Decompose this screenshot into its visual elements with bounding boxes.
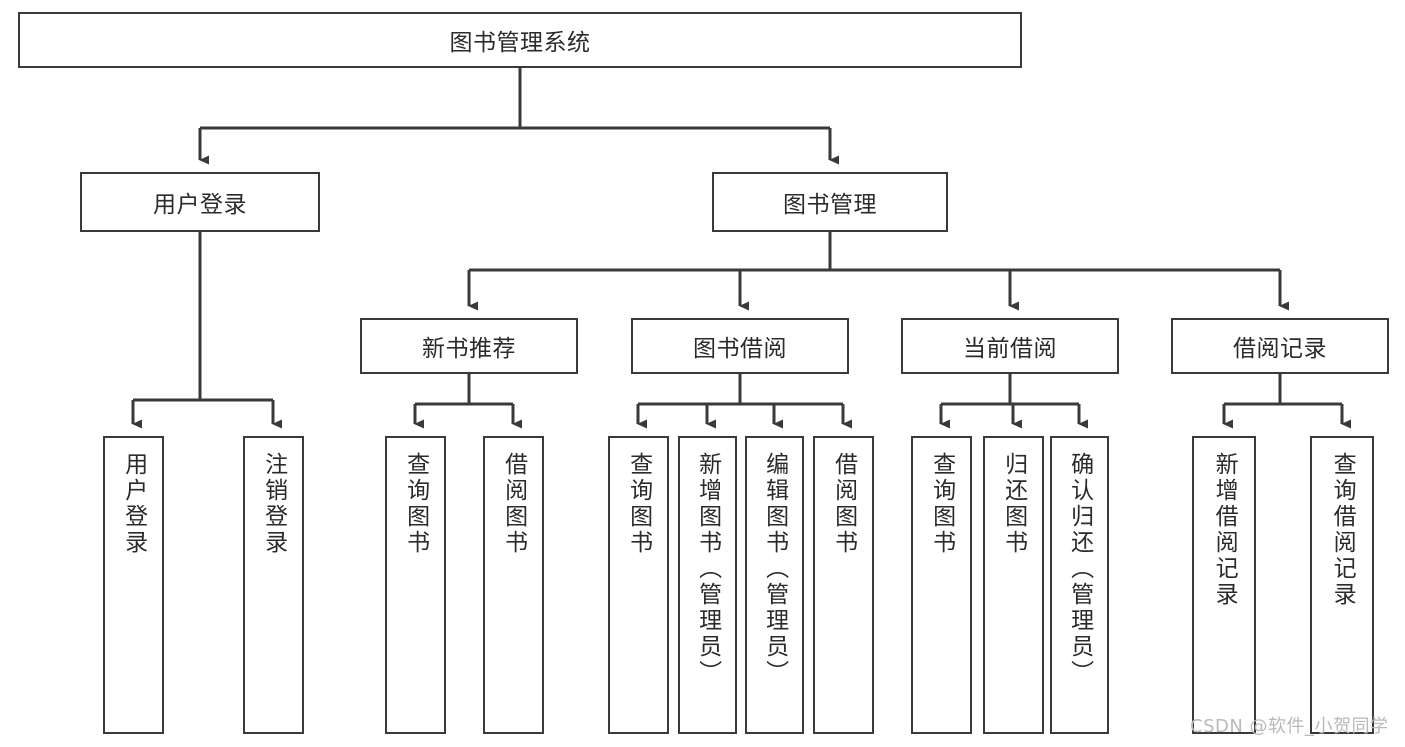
node-new-book-recommend-label: 新书推荐 <box>422 336 516 362</box>
leaf-add-book-admin[interactable]: 新增图书（管理员） <box>678 436 737 734</box>
leaf-user-login[interactable]: 用户登录 <box>103 436 164 734</box>
node-book-management-label: 图书管理 <box>783 192 877 218</box>
leaf-confirm-return-admin[interactable]: 确认归还（管理员） <box>1050 436 1109 734</box>
node-book-borrow-label: 图书借阅 <box>693 336 787 362</box>
leaf-borrow-book-recommend[interactable]: 借阅图书 <box>483 436 544 734</box>
leaf-user-login-label: 用户登录 <box>120 452 147 556</box>
leaf-add-borrow-record-label: 新增借阅记录 <box>1211 452 1238 608</box>
leaf-add-book-admin-label: 新增图书（管理员） <box>694 452 721 686</box>
node-book-borrow[interactable]: 图书借阅 <box>631 318 849 374</box>
leaf-confirm-return-admin-label: 确认归还（管理员） <box>1066 452 1093 686</box>
node-user-login-label: 用户登录 <box>153 192 247 218</box>
leaf-borrow-book-recommend-label: 借阅图书 <box>500 452 527 556</box>
node-user-login[interactable]: 用户登录 <box>80 172 320 232</box>
node-current-borrow-label: 当前借阅 <box>963 336 1057 362</box>
leaf-edit-book-admin[interactable]: 编辑图书（管理员） <box>745 436 804 734</box>
node-current-borrow[interactable]: 当前借阅 <box>901 318 1119 374</box>
node-borrow-record[interactable]: 借阅记录 <box>1171 318 1389 374</box>
leaf-query-book-current-label: 查询图书 <box>928 452 955 556</box>
node-borrow-record-label: 借阅记录 <box>1233 336 1327 362</box>
leaf-add-borrow-record[interactable]: 新增借阅记录 <box>1192 436 1256 734</box>
leaf-query-book-borrow[interactable]: 查询图书 <box>608 436 669 734</box>
leaf-logout[interactable]: 注销登录 <box>243 436 304 734</box>
leaf-borrow-book-label: 借阅图书 <box>830 452 857 556</box>
leaf-logout-label: 注销登录 <box>260 452 287 556</box>
node-book-management[interactable]: 图书管理 <box>712 172 948 232</box>
node-new-book-recommend[interactable]: 新书推荐 <box>360 318 578 374</box>
leaf-query-borrow-record-label: 查询借阅记录 <box>1329 452 1356 608</box>
leaf-query-book-current[interactable]: 查询图书 <box>911 436 972 734</box>
leaf-edit-book-admin-label: 编辑图书（管理员） <box>761 452 788 686</box>
csdn-watermark: CSDN @软件_小贺同学 <box>1190 716 1389 737</box>
node-root-label: 图书管理系统 <box>449 30 591 56</box>
leaf-query-book-borrow-label: 查询图书 <box>625 452 652 556</box>
leaf-query-book-recommend-label: 查询图书 <box>402 452 429 556</box>
node-root[interactable]: 图书管理系统 <box>18 12 1022 68</box>
leaf-query-borrow-record[interactable]: 查询借阅记录 <box>1310 436 1374 734</box>
leaf-return-book-label: 归还图书 <box>1000 452 1027 556</box>
leaf-borrow-book[interactable]: 借阅图书 <box>813 436 874 734</box>
leaf-query-book-recommend[interactable]: 查询图书 <box>385 436 446 734</box>
leaf-return-book[interactable]: 归还图书 <box>983 436 1044 734</box>
